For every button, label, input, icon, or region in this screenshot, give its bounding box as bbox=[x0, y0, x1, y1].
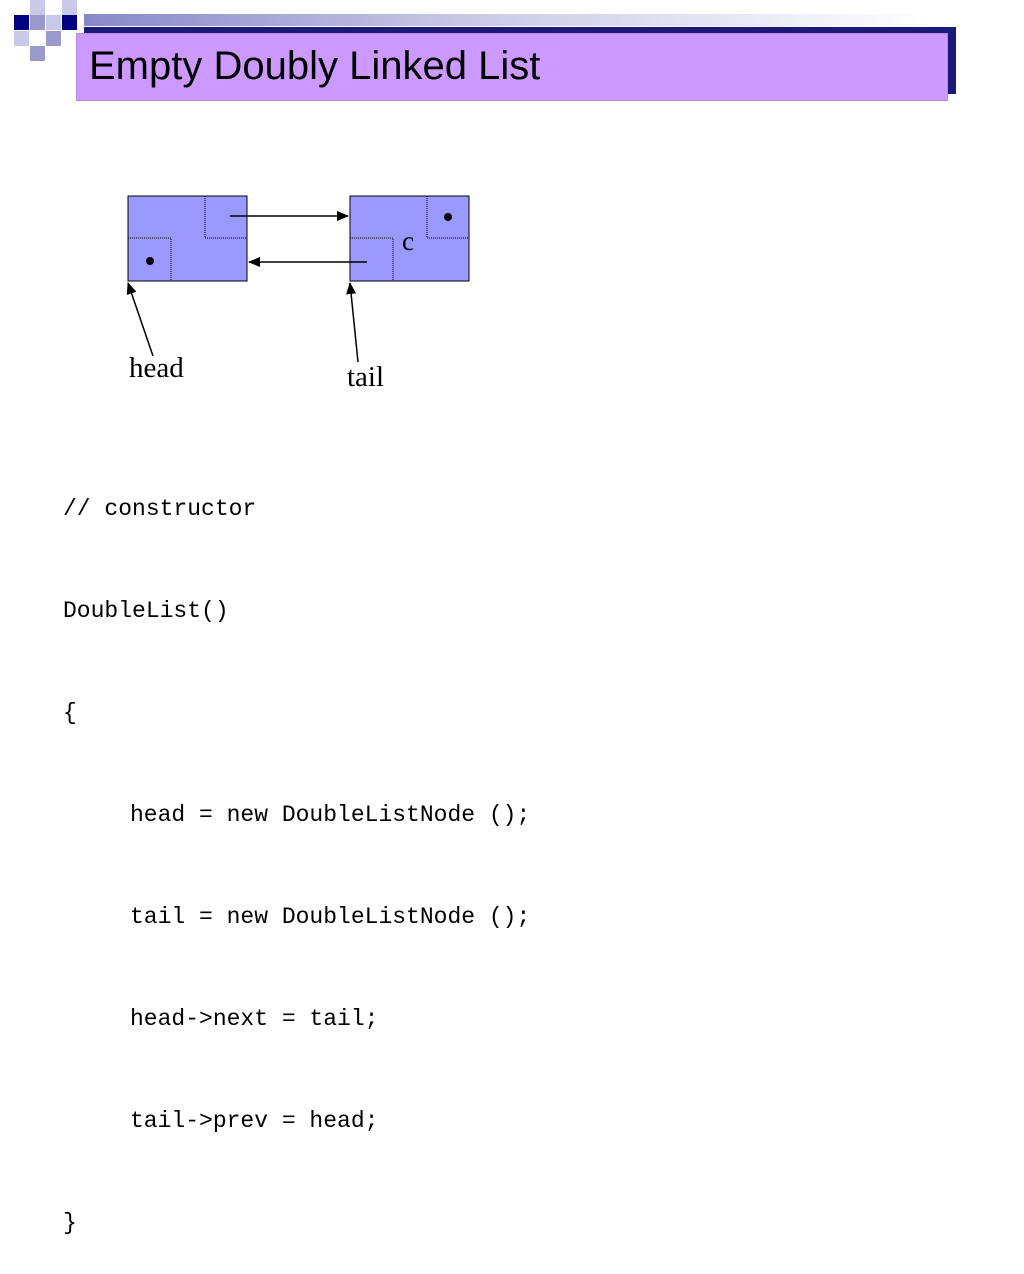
header-gradient-strip bbox=[84, 14, 1024, 26]
code-line-head-new: head = new DoubleListNode (); bbox=[130, 802, 531, 828]
tail-label: tail bbox=[347, 361, 385, 393]
code-block: // constructor DoubleList() { head = new… bbox=[63, 424, 530, 1274]
code-line-signature: DoubleList() bbox=[63, 598, 229, 624]
code-line-tail-prev: tail->prev = head; bbox=[130, 1108, 379, 1134]
corner-square-light-2 bbox=[46, 15, 61, 30]
linked-list-diagram bbox=[126, 195, 470, 363]
head-node bbox=[127, 195, 248, 282]
tail-next-null-dot bbox=[444, 213, 452, 221]
corner-square-light-3 bbox=[14, 31, 29, 46]
corner-square-dark-2 bbox=[62, 15, 77, 30]
code-line-open-brace: { bbox=[63, 700, 77, 726]
code-line-head-next: head->next = tail; bbox=[130, 1006, 379, 1032]
corner-square-light-1 bbox=[30, 0, 45, 15]
code-line-close-brace: } bbox=[63, 1210, 77, 1236]
title-bar: Empty Doubly Linked List bbox=[76, 33, 948, 101]
head-label: head bbox=[129, 352, 184, 384]
corner-square-mid-2 bbox=[46, 31, 61, 46]
tail-pointer-arrow bbox=[346, 282, 359, 363]
tail-node bbox=[349, 195, 470, 282]
code-line-tail-new: tail = new DoubleListNode (); bbox=[130, 904, 531, 930]
head-prev-null-dot bbox=[146, 257, 154, 265]
sentinel-label: c bbox=[402, 226, 414, 256]
corner-square-mid-3 bbox=[30, 46, 45, 61]
code-line-comment: // constructor bbox=[63, 496, 257, 522]
corner-square-light-4 bbox=[62, 0, 77, 15]
corner-square-dark-1 bbox=[14, 15, 29, 30]
page-title: Empty Doubly Linked List bbox=[89, 44, 541, 88]
corner-square-mid-1 bbox=[30, 15, 45, 30]
head-pointer-arrow bbox=[126, 282, 154, 357]
